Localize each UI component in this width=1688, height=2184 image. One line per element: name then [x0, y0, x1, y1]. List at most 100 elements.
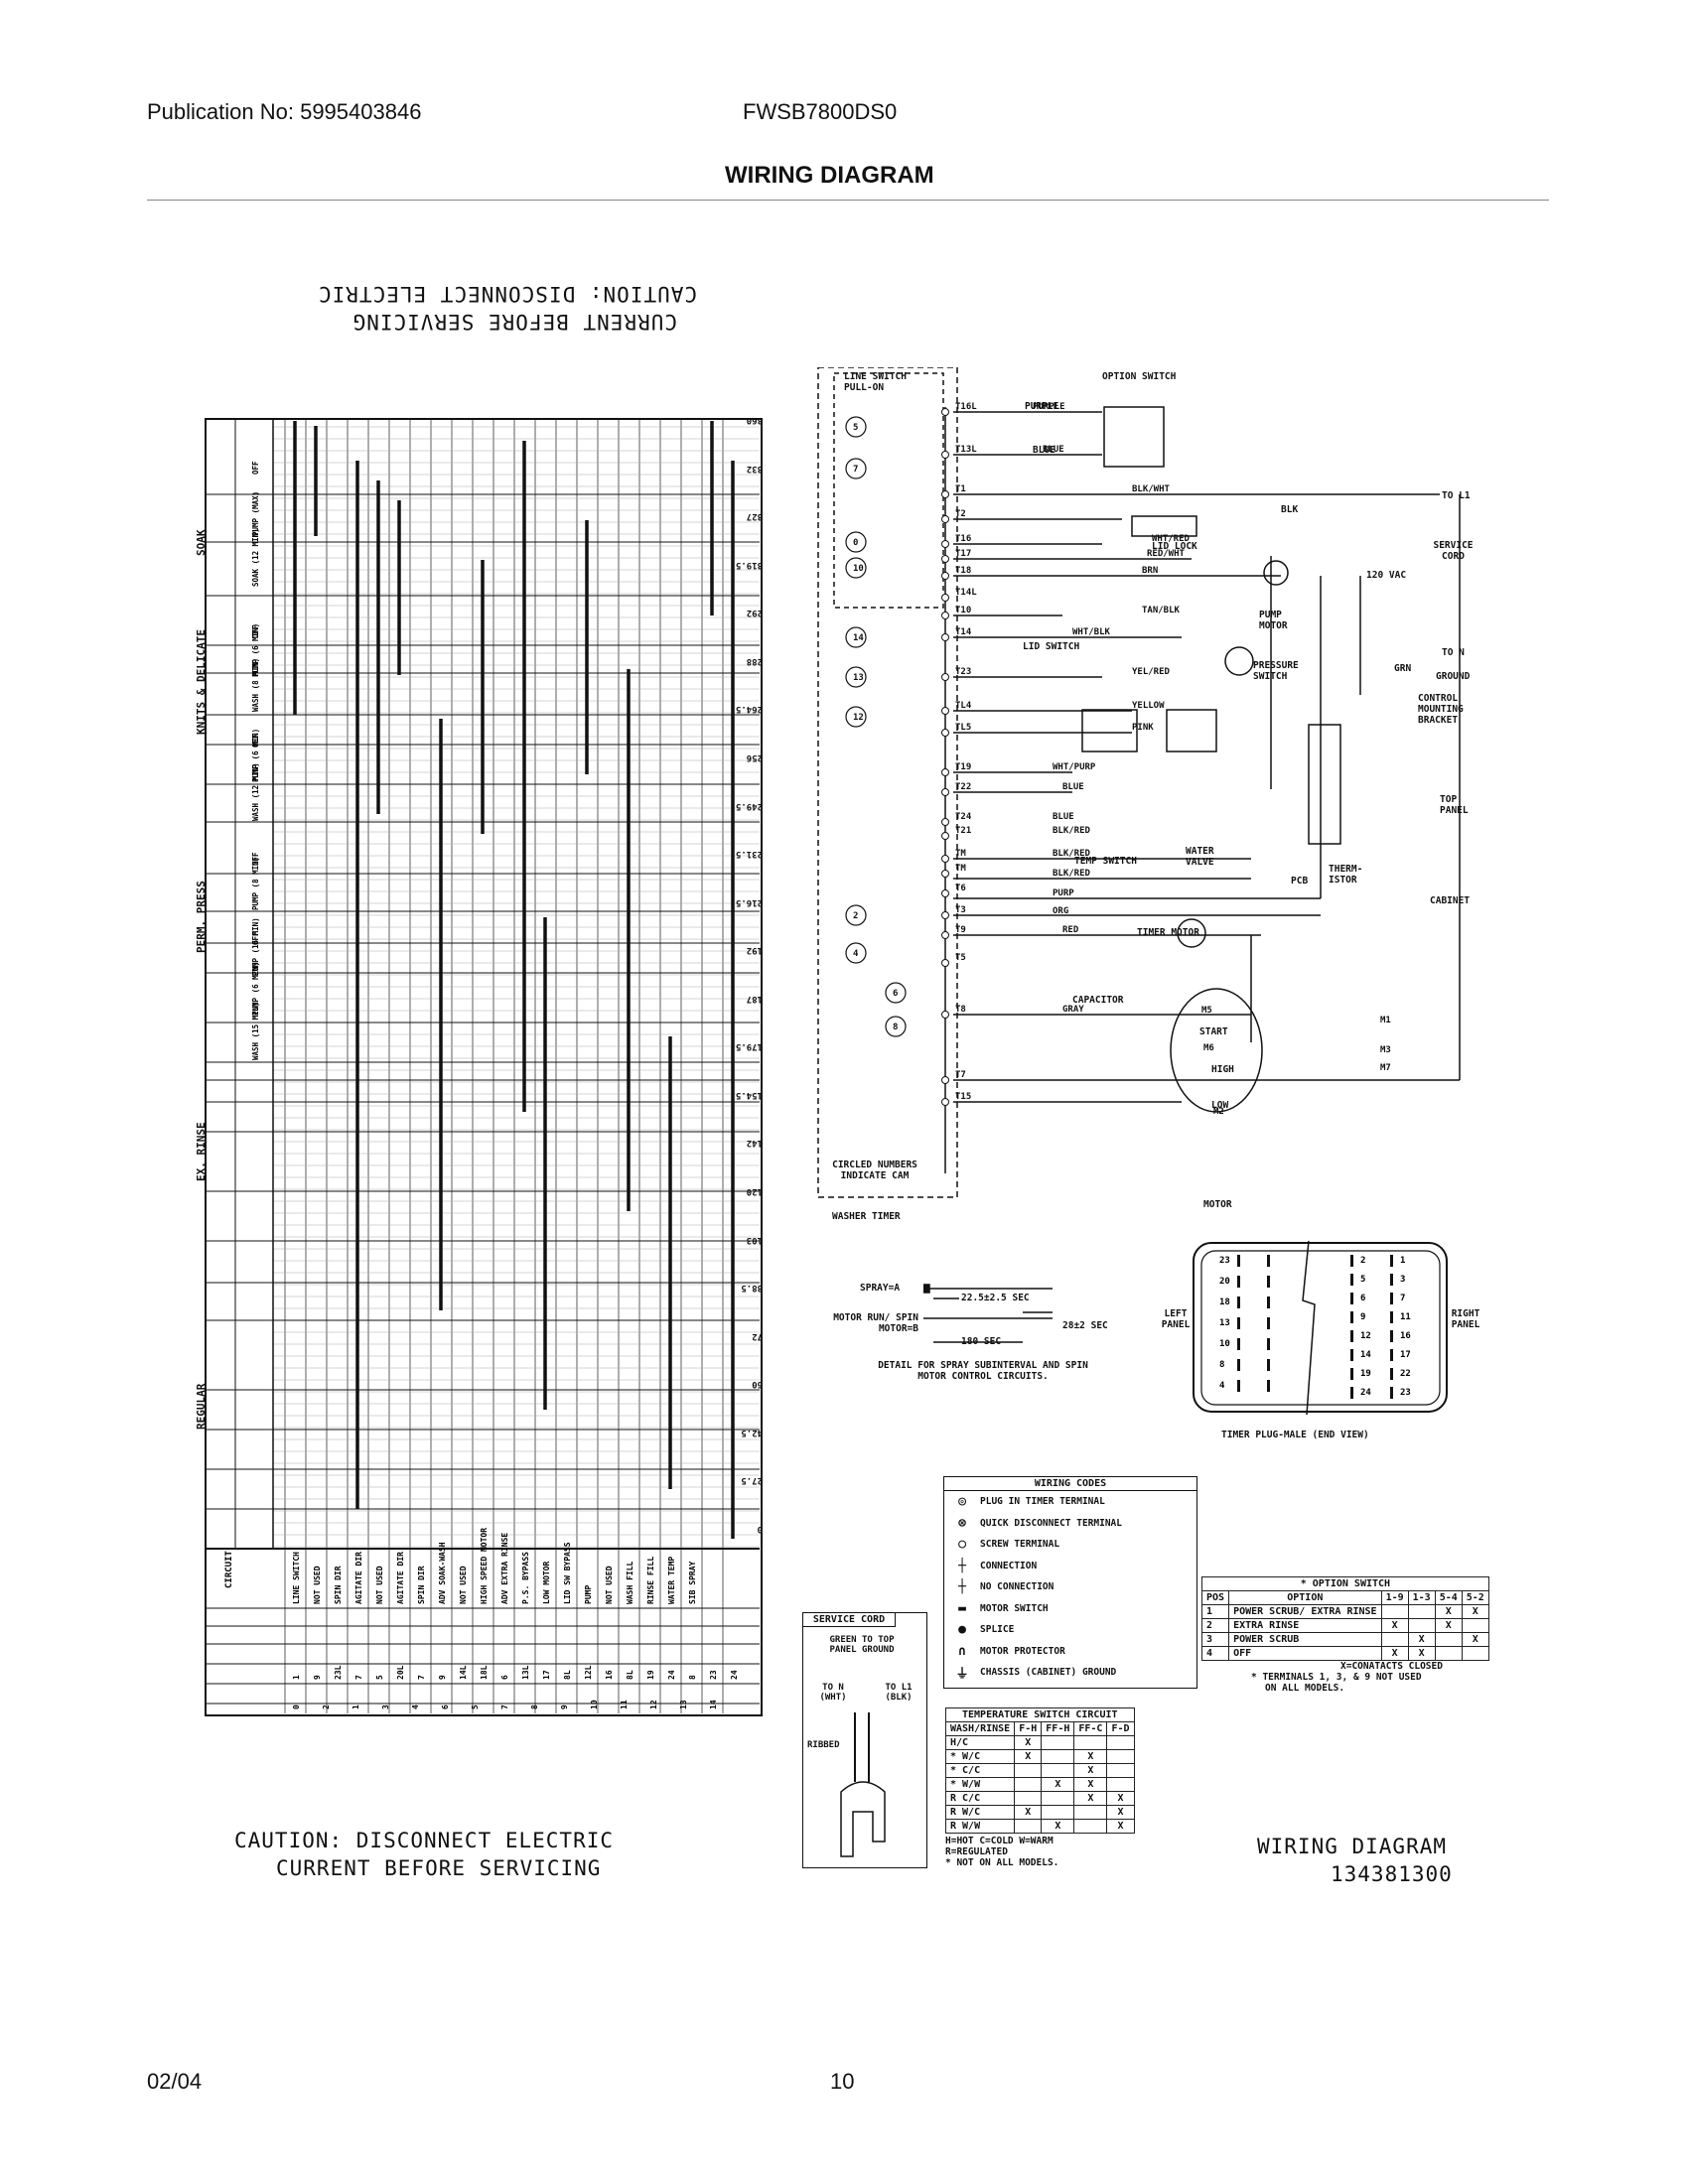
degree-mark: 192: [746, 945, 763, 956]
terminal-label: 18L: [480, 1665, 489, 1680]
terminal-label: T9: [955, 925, 966, 935]
wire-label: BLK/WHT: [1132, 484, 1171, 494]
cord-to-l1: TO L1 (BLK): [885, 1683, 913, 1703]
temp-cell: X: [1073, 1777, 1108, 1792]
wiring-code-label: CHASSIS (CABINET) GROUND: [980, 1667, 1117, 1679]
temp-cell: X: [1106, 1791, 1135, 1806]
temp-switch-label: TEMP SWITCH: [1074, 856, 1137, 867]
cycle-label: REGULAR: [195, 1383, 208, 1430]
plug-pin-number: 7: [1400, 1294, 1405, 1303]
temp-cell: X: [1073, 1791, 1108, 1806]
opt-cell: X: [1461, 1604, 1489, 1619]
wiring-code-item: ┼CONNECTION: [944, 1556, 1196, 1577]
wire-label: PURP: [1053, 888, 1074, 898]
wire-label: BLK/RED: [1053, 869, 1091, 879]
plug-drawing: [840, 1712, 886, 1857]
cycle-label: PERM. PRESS: [195, 881, 208, 953]
terminal-label: 23L: [334, 1665, 343, 1680]
circuit-label: ADV EXTRA RINSE: [500, 1533, 509, 1604]
model-number: FWSB7800DS0: [743, 99, 898, 124]
degree-mark: 72: [752, 1330, 763, 1341]
circuit-label: WATER TEMP: [667, 1557, 676, 1604]
terminal-label: T16L: [955, 402, 977, 412]
wiring-code-label: QUICK DISCONNECT TERMINAL: [980, 1517, 1122, 1529]
temp-cell: [1106, 1777, 1135, 1792]
opt-cell: X: [1380, 1618, 1409, 1633]
circuit-header: CIRCUIT: [224, 1550, 234, 1588]
plug-pin: [1237, 1297, 1240, 1308]
cam-number-label: 2: [322, 1705, 331, 1709]
pressure-switch-label: PRESSURE SWITCH: [1253, 660, 1299, 682]
wire-label: PINK: [1132, 723, 1154, 733]
line-switch-label: LINE SWITCH PULL-ON: [844, 371, 907, 393]
temp-cell: [1073, 1735, 1108, 1750]
opt-cell: 1: [1200, 1604, 1230, 1619]
degree-mark: 231.5: [735, 849, 763, 860]
cabinet-label: CABINET: [1430, 895, 1471, 906]
thermistor-label: THERM-ISTOR: [1329, 864, 1363, 886]
caution-top-line2: CAUTION: DISCONNECT ELECTRIC: [317, 282, 697, 306]
plug-pin-number: 12: [1360, 1331, 1371, 1341]
degree-mark: 103: [746, 1234, 763, 1245]
cam-circle: [845, 666, 867, 688]
temp-header: F-D: [1106, 1721, 1135, 1736]
plug-pin: [1350, 1387, 1353, 1399]
temp-cell: R C/C: [944, 1791, 1016, 1806]
temp-cell: [1041, 1791, 1075, 1806]
footer-date: 02/04: [147, 2069, 203, 2094]
spray-time-1: 22.5±2.5 SEC: [961, 1293, 1030, 1303]
plug-pin: [1390, 1368, 1393, 1380]
opt-cell: X: [1380, 1646, 1409, 1661]
temp-cell: [1014, 1763, 1043, 1778]
wire-label: RED: [1062, 925, 1079, 935]
plug-pin: [1350, 1293, 1353, 1304]
terminal-label: T15: [955, 1092, 971, 1102]
footer-page: 10: [830, 2069, 855, 2094]
wire-blue-1: BLUE: [1033, 445, 1055, 456]
opt-header: 5-2: [1461, 1590, 1489, 1605]
opt-cell: [1407, 1604, 1436, 1619]
wire-label: WHT/BLK: [1072, 627, 1111, 637]
option-note-3: ON ALL MODELS.: [1265, 1683, 1345, 1694]
degree-mark: 142: [746, 1138, 763, 1149]
temp-cell: R W/C: [944, 1805, 1016, 1820]
plug-pin: [1390, 1311, 1393, 1323]
plug-pin-number: 24: [1360, 1388, 1371, 1398]
plug-pin: [1350, 1274, 1353, 1286]
terminal-label: 24: [667, 1670, 676, 1680]
plug-pin: [1267, 1276, 1270, 1288]
wire-label: WHT/RED: [1152, 534, 1191, 544]
degree-mark: 0: [757, 1524, 763, 1534]
opt-cell: 3: [1200, 1632, 1230, 1647]
terminal-label: 16: [605, 1670, 614, 1680]
temp-header: WASH/RINSE: [944, 1721, 1016, 1736]
wiring-code-icon: ⏚: [955, 1667, 969, 1683]
plug-pin-number: 13: [1219, 1318, 1230, 1328]
degree-mark: 179.5: [735, 1041, 763, 1052]
terminal-label: T13L: [955, 445, 977, 455]
temp-cell: [1014, 1819, 1043, 1834]
wire-label: YEL/RED: [1132, 667, 1171, 677]
wiring-codes-title: WIRING CODES: [944, 1477, 1196, 1491]
section-row-label: OFF: [251, 624, 260, 638]
plug-pin-number: 22: [1400, 1369, 1411, 1379]
opt-header: 1-9: [1380, 1590, 1409, 1605]
degree-mark: 256: [746, 751, 763, 762]
terminal-label: 7: [354, 1675, 363, 1680]
opt-cell: 2: [1200, 1618, 1230, 1633]
option-note-1: X=CONATACTS CLOSED: [1340, 1661, 1443, 1672]
spray-label: SPRAY=A: [860, 1283, 901, 1294]
cam-number: 14: [853, 633, 864, 643]
plug-pin-number: 17: [1400, 1350, 1411, 1360]
cam-circle: [885, 1016, 907, 1037]
temp-legend-3: * NOT ON ALL MODELS.: [945, 1857, 1059, 1868]
plug-pin-number: 23: [1219, 1256, 1230, 1266]
cam-number-label: 3: [381, 1705, 390, 1709]
cam-circle: [845, 626, 867, 648]
circuit-label: SIB SPRAY: [688, 1561, 697, 1604]
caution-top-line1: CURRENT BEFORE SERVICING: [352, 310, 677, 334]
terminal-label: 19: [646, 1670, 655, 1680]
